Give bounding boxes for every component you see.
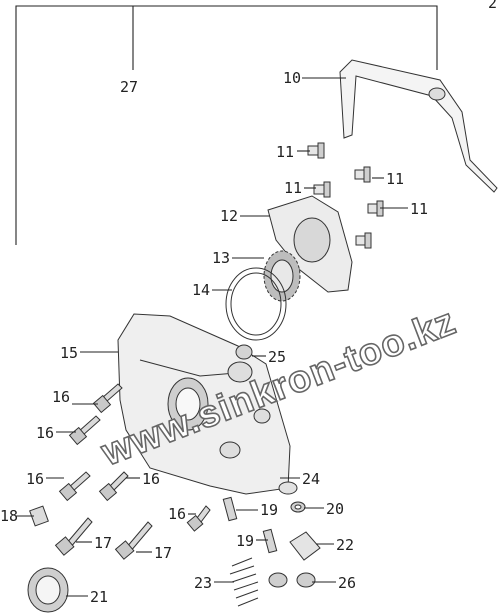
callout-17: 17: [154, 544, 172, 562]
callout-27: 27: [120, 78, 138, 96]
callout-23: 23: [194, 574, 212, 592]
callout-12: 12: [220, 207, 238, 225]
callout-21: 21: [90, 588, 108, 606]
callout-16: 16: [52, 388, 70, 406]
callout-13: 13: [212, 249, 230, 267]
part-14-ring: [225, 267, 287, 341]
part-13-gear: [263, 250, 301, 302]
leader-lines: [16, 77, 408, 597]
callout-25: 25: [268, 348, 286, 366]
callout-22: 22: [336, 536, 354, 554]
part-16-bolt: [68, 415, 101, 446]
part-26-nut: [268, 572, 316, 588]
part-25-plug: [235, 344, 253, 360]
callout-20: 20: [326, 500, 344, 518]
callout-18: 18: [0, 507, 18, 525]
part-17-bolt: [54, 517, 93, 556]
part-12-plate: [267, 195, 353, 293]
group-bracket-27: [15, 5, 438, 245]
callout-16: 16: [26, 470, 44, 488]
part-18-sleeve: [29, 505, 49, 527]
callout-24: 24: [302, 470, 320, 488]
part-19-pin: [262, 528, 278, 554]
part-17-bolt: [114, 521, 153, 560]
part-16-bolt: [98, 471, 129, 502]
part-22-sleeve: [289, 531, 321, 561]
callout-11: 11: [284, 179, 302, 197]
part-16-bolt: [186, 505, 211, 532]
callout-14: 14: [192, 281, 210, 299]
callout-16: 16: [142, 470, 160, 488]
part-11-bolt: [313, 181, 331, 198]
part-11-bolt: [307, 142, 325, 159]
callout-19: 19: [236, 532, 254, 550]
callout-26: 26: [338, 574, 356, 592]
callout-11: 11: [386, 170, 404, 188]
callout-15: 15: [60, 344, 78, 362]
part-24-cap: [278, 481, 298, 495]
callout-19: 19: [260, 501, 278, 519]
part-16-bolt: [58, 471, 91, 502]
corner-mark: 2: [488, 0, 497, 12]
part-16-bolt: [92, 383, 123, 414]
part-11-bolt: [354, 166, 371, 183]
part-21-seal: [27, 567, 69, 613]
part-11-bolt: [355, 232, 372, 249]
callout-17: 17: [94, 534, 112, 552]
callout-11: 11: [410, 200, 428, 218]
part-10-gasket: [339, 59, 498, 193]
part-20-washer: [290, 501, 306, 513]
callout-16: 16: [168, 505, 186, 523]
callout-10: 10: [283, 69, 301, 87]
part-23-spring: [229, 557, 259, 607]
part-19-pin: [222, 496, 238, 522]
callout-16: 16: [36, 424, 54, 442]
callout-11: 11: [276, 143, 294, 161]
callout-labels: 27 10 11 11 11 11 12 13 14 15 25 16 16 1…: [0, 69, 428, 606]
